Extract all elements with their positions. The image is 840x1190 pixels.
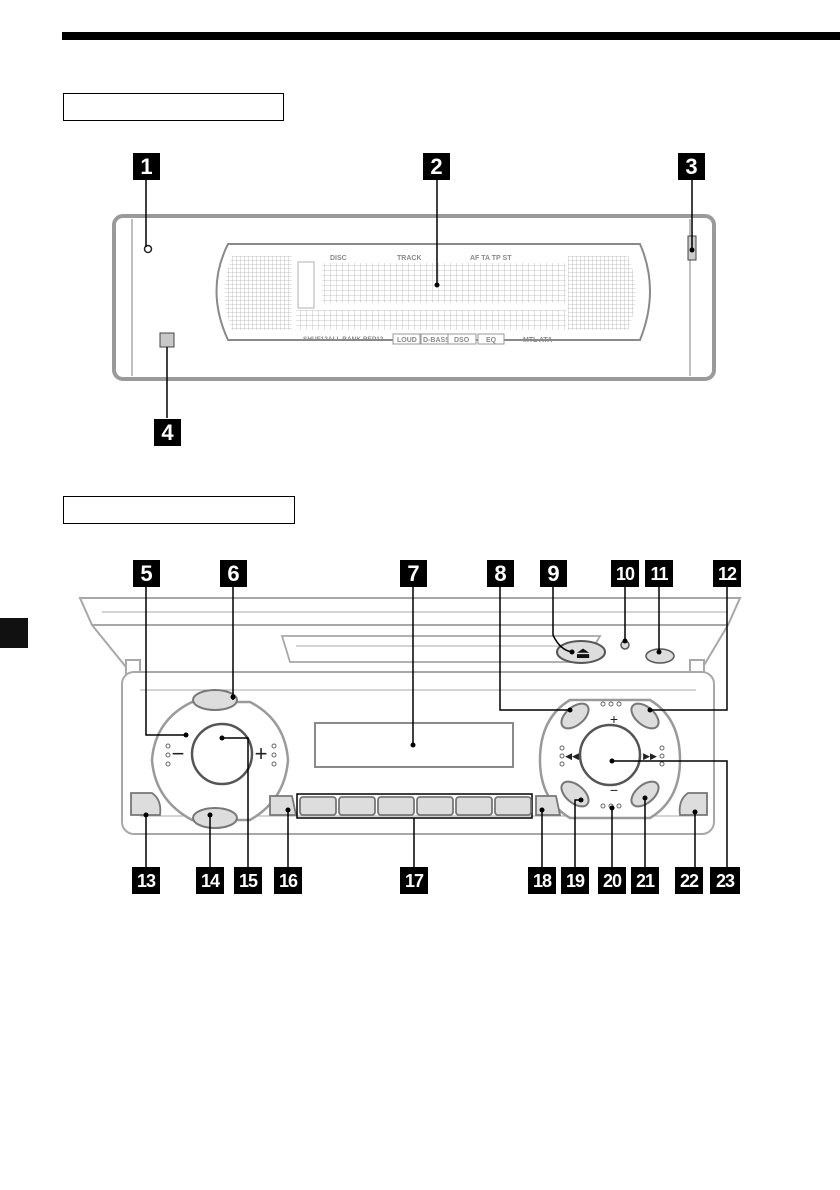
right-control-cluster: + − ◀◀ ▶▶ — [538, 698, 682, 820]
svg-text:8: 8 — [494, 561, 506, 586]
callout-12 — [713, 560, 741, 587]
eject-button[interactable] — [556, 640, 606, 664]
release-button-unit[interactable] — [645, 648, 675, 664]
next-icon: ▶▶ — [643, 751, 657, 761]
callout-18 — [528, 867, 556, 894]
caption-box-top — [63, 93, 284, 121]
display-disc-label: DISC — [330, 255, 347, 262]
callout-23 — [710, 867, 740, 894]
eject-icon: ⏏ — [575, 645, 590, 662]
svg-text:7: 7 — [407, 561, 419, 586]
seek-down-symbol: − — [610, 782, 618, 798]
caption-box-bottom — [63, 496, 295, 524]
callout-6 — [220, 560, 247, 587]
preset-button-4[interactable] — [416, 796, 454, 816]
svg-text:16: 16 — [279, 871, 298, 891]
preset-button-3[interactable] — [377, 796, 415, 816]
preset-button-6[interactable] — [494, 796, 532, 816]
menu-button[interactable] — [627, 777, 663, 811]
callout-labels-bottom-top: 5 6 7 8 9 10 11 12 — [133, 560, 741, 587]
svg-text:18: 18 — [533, 871, 552, 891]
callout-20 — [598, 867, 626, 894]
front-panel: DISC TRACK AF TA TP ST SHUF12ALL BANK RE… — [112, 180, 716, 418]
callout-labels-top: 1 2 3 4 — [133, 153, 705, 446]
prev-icon: ◀◀ — [565, 751, 579, 761]
volume-plus: + — [255, 741, 268, 766]
callout-8 — [487, 560, 514, 587]
callout-10 — [611, 560, 639, 587]
svg-text:10: 10 — [616, 564, 635, 584]
display-eq: EQ — [486, 337, 497, 344]
callout-7 — [400, 560, 427, 587]
atten-button[interactable] — [678, 792, 708, 816]
display-segments — [322, 263, 566, 303]
svg-text:13: 13 — [137, 871, 156, 891]
svg-text:15: 15 — [239, 871, 258, 891]
volume-minus: − — [172, 741, 185, 766]
svg-text:6: 6 — [227, 561, 239, 586]
callout-17 — [400, 867, 428, 894]
svg-text:1: 1 — [140, 154, 152, 179]
display-dot-matrix-left — [224, 256, 292, 330]
display-af-ta-tp-st: AF TA TP ST — [470, 255, 512, 262]
display-shuf-bank-rep: SHUF12ALL BANK REP12 — [303, 336, 384, 343]
reset-button[interactable] — [143, 244, 153, 254]
display-dot-matrix-right — [568, 256, 636, 330]
preset-button-1[interactable] — [299, 796, 337, 816]
callout-16 — [274, 867, 302, 894]
callout-5 — [133, 560, 160, 587]
callout-9 — [540, 560, 567, 587]
callout-21 — [631, 867, 659, 894]
dsp-button[interactable] — [535, 795, 562, 816]
callout-13 — [132, 867, 160, 894]
display-dso: DSO — [454, 337, 470, 344]
display-track-label: TRACK — [397, 255, 422, 262]
svg-text:2: 2 — [430, 154, 442, 179]
callout-11 — [645, 560, 673, 587]
left-control-cluster: − + — [150, 689, 290, 829]
seek-up-symbol: + — [610, 711, 618, 727]
callout-3 — [678, 153, 705, 180]
display-loud: LOUD — [397, 337, 417, 344]
receptor-window — [159, 332, 175, 348]
callout-19 — [561, 867, 589, 894]
svg-text:14: 14 — [201, 871, 220, 891]
display-mtl-ata: MTL ATA — [523, 337, 552, 344]
preset-button-2[interactable] — [338, 796, 376, 816]
callout-2 — [423, 153, 450, 180]
svg-text:23: 23 — [716, 871, 735, 891]
svg-text:21: 21 — [636, 871, 655, 891]
svg-text:3: 3 — [685, 154, 697, 179]
svg-text:11: 11 — [650, 564, 668, 584]
svg-text:12: 12 — [718, 564, 737, 584]
callout-15 — [234, 867, 262, 894]
off-button[interactable] — [130, 792, 162, 816]
preset-button-5[interactable] — [455, 796, 493, 816]
callout-22 — [675, 867, 703, 894]
callout-4 — [154, 419, 181, 446]
bank-button[interactable] — [269, 795, 298, 816]
mode-button[interactable] — [192, 807, 238, 829]
volume-dial[interactable] — [190, 722, 254, 786]
callout-1 — [133, 153, 160, 180]
section-tab — [0, 618, 28, 648]
callout-labels-bottom-bottom: 13 14 15 16 17 18 19 20 21 22 23 — [132, 867, 740, 894]
svg-text:9: 9 — [547, 561, 559, 586]
svg-text:22: 22 — [680, 871, 699, 891]
source-button[interactable] — [192, 689, 238, 711]
svg-text:4: 4 — [161, 420, 174, 445]
preset-buttons — [296, 793, 533, 819]
callout-14 — [196, 867, 224, 894]
header-rule — [62, 32, 840, 40]
list-dial[interactable] — [578, 723, 642, 787]
svg-text:19: 19 — [566, 871, 585, 891]
svg-text:20: 20 — [603, 871, 622, 891]
svg-text:17: 17 — [405, 871, 424, 891]
svg-text:5: 5 — [140, 561, 152, 586]
display-dbass: D-BASS — [423, 337, 450, 344]
leader-lines-bottom — [145, 587, 728, 867]
